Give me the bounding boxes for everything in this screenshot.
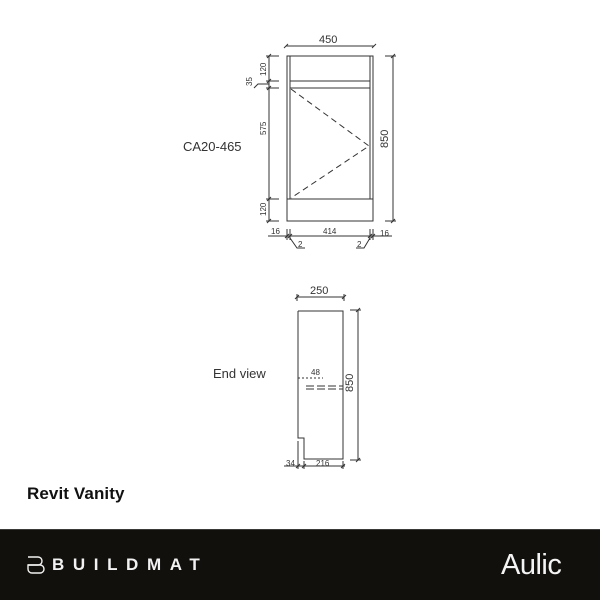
- front-dim-inner: 414: [323, 227, 337, 236]
- front-dim-kick: 120: [259, 202, 268, 216]
- front-dim-right-side: 16: [380, 229, 389, 238]
- aulic-wordmark: Aulic: [501, 549, 562, 581]
- front-dim-gap-right: 2: [357, 240, 362, 249]
- product-title: Revit Vanity: [27, 484, 125, 503]
- end-bottom-left-dim: 34: [286, 459, 295, 468]
- front-carcass-outline: [286, 55, 374, 222]
- front-dim-top-rail: 120: [259, 62, 268, 76]
- front-dim-gap-left: 2: [298, 240, 303, 249]
- front-dim-door: 575: [259, 121, 268, 135]
- front-view-code-label: CA20-465: [183, 139, 242, 154]
- end-view-outline: [297, 310, 344, 460]
- end-view-label: End view: [213, 366, 266, 381]
- door-swing-indicator: [290, 88, 370, 199]
- technical-drawing: CA20-465 450 850 120 35 575 120 16 414 1…: [183, 34, 396, 469]
- front-dim-left-side: 16: [271, 227, 280, 236]
- end-height-dim: 850: [344, 374, 356, 392]
- end-width-dim: 250: [310, 285, 328, 297]
- front-dim-rail-gap: 35: [245, 77, 254, 86]
- front-width-dim: 450: [319, 34, 337, 46]
- buildmat-wordmark: BUILDMAT: [52, 555, 209, 574]
- end-hole-offset-dim: 48: [311, 368, 320, 377]
- buildmat-logo-icon: [27, 556, 45, 574]
- end-bottom-right-dim: 216: [316, 459, 330, 468]
- front-height-dim: 850: [379, 130, 391, 148]
- footer-bar: [0, 529, 600, 600]
